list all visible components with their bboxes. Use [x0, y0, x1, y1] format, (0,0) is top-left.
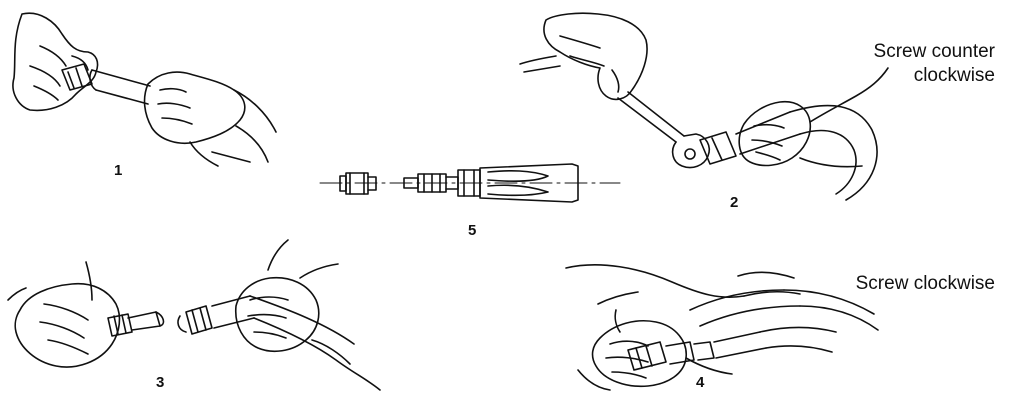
caption-counter-clockwise: Screw counter clockwise	[874, 40, 995, 88]
step-number-1: 1	[114, 162, 122, 179]
step-number-3: 3	[156, 374, 164, 391]
step-number-5: 5	[468, 222, 476, 239]
caption-clockwise: Screw clockwise	[856, 272, 995, 296]
step-number-2: 2	[730, 194, 738, 211]
step1-illustration	[13, 13, 276, 166]
caption-top-line2: clockwise	[874, 64, 995, 88]
step3-illustration	[8, 240, 380, 390]
step4-illustration	[566, 265, 878, 390]
step2-illustration	[520, 13, 888, 200]
step-number-4: 4	[696, 374, 704, 391]
caption-top-line1: Screw counter	[874, 40, 995, 64]
step5-illustration	[320, 164, 620, 202]
